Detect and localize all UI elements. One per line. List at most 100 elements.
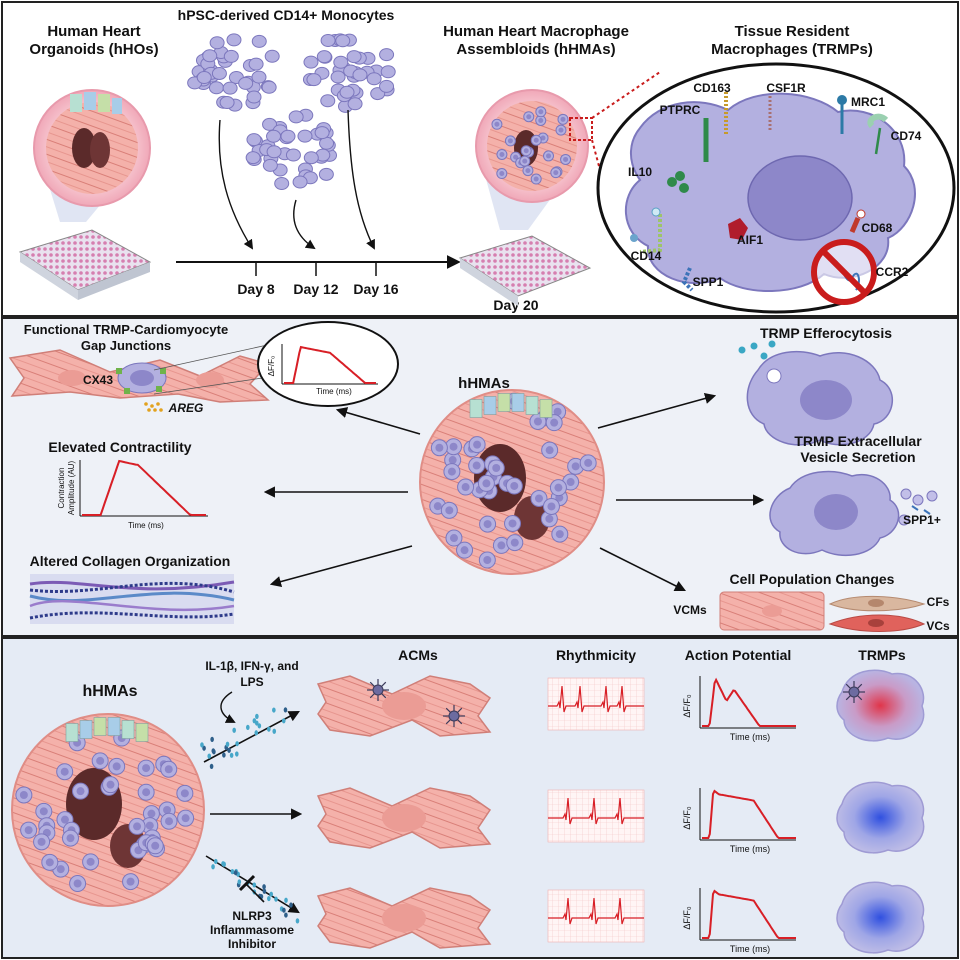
arrow-to-population [599,547,687,592]
cytokine-dot [284,912,288,918]
monocyte-cell [196,71,212,85]
trmps-header: TRMPs [858,647,906,663]
monocyte-cell [264,49,280,63]
cytokine-dot [281,718,286,724]
monocyte-cell [202,49,218,63]
monocyte-cell [285,148,301,162]
monocyte-cell [222,81,238,95]
panel3-hhma-organoid [11,713,205,907]
cytokine-dot [207,753,212,759]
monocyte-cell [261,80,277,94]
monocyte-cell [262,158,278,172]
label-day12: Day 12 [293,281,338,297]
monocyte-cell [303,55,319,69]
zoom-line-top [591,71,661,119]
label-il10: IL10 [628,165,652,179]
gap-xlabel: Time (ms) [316,387,352,396]
cytokine-dot [212,749,216,755]
inflamed-macrophage-icon [367,679,389,701]
monocyte-cell [262,117,278,131]
monocyte-cell [226,33,242,47]
monocyte-cell [330,70,346,84]
monocyte-cell [316,50,332,64]
monocyte-cell [245,151,261,165]
label-areg: AREG [168,401,204,415]
monocyte-cell [366,72,382,86]
label-cd74: CD74 [891,129,922,143]
acms-header: ACMs [398,647,438,663]
hho-well-plate [18,229,152,300]
calcium-transient-inset: ΔF/F₀ Time (ms) [257,321,399,407]
hhma-well-plate [458,235,592,306]
cytokine-dot [295,918,300,924]
cytokine-dot [230,869,235,875]
monocyte-cell [314,126,330,140]
arrow-day8 [218,119,254,250]
contraction-xlabel: Time (ms) [128,521,164,530]
rhythmicity-header: Rhythmicity [556,647,636,663]
label-cd68: CD68 [862,221,893,235]
monocyte-cell [333,55,349,69]
label-ccr2: CCR2 [876,265,909,279]
cytokine-dot [267,895,271,902]
cytokine-dot [284,897,288,903]
cytokine-dot [262,884,266,890]
ecg-trace [548,897,644,925]
cytokine-dot [200,742,204,748]
gap-title-line2: Gap Junctions [81,338,171,353]
trmp-glow-cell [836,669,925,742]
cd68-receptor [849,217,861,233]
label-cx43: CX43 [83,373,113,387]
cytokine-dot [283,707,288,713]
label-day8: Day 8 [237,281,275,297]
zoom-connector-bottom [153,375,277,395]
monocyte-cell [297,129,313,143]
monocyte-cell [318,167,334,181]
aif1-molecule [728,218,748,240]
ap-ylabel: ΔF/F₀ [682,806,692,830]
label-spp1: SPP1 [693,275,724,289]
contraction-ylabel-line1: Contraction [57,468,66,509]
monocyte-cell [320,94,336,108]
monocyte-cell [223,49,239,63]
ecg-trace [548,685,644,713]
gap-ylabel: ΔF/F₀ [267,356,276,377]
monocyte-cell [266,145,282,159]
cytokine-dot [269,891,274,897]
monocyte-clusters [187,33,396,190]
hho-organoid [33,89,151,222]
hhma-title-line1: Human Heart Macrophage [443,23,629,40]
monocyte-cell [251,70,267,84]
label-mrc1: MRC1 [851,95,885,109]
stimuli-arrow [220,691,236,723]
cytokine-dot [210,736,214,742]
cytokine-dot [202,745,206,751]
panel-3-inflammation: hHMAs IL-1β, IFN-γ, and LPS NLRP3 Inflam… [1,637,959,959]
cytokine-dot [272,707,276,713]
contractility-plot: Contraction Amplitude (AU) Time (ms) [57,459,208,530]
ecg-grid [547,677,645,731]
cytokine-dot [272,728,277,734]
ap-ylabel: ΔF/F₀ [682,906,692,930]
monocyte-cell [219,95,235,109]
collagen-title: Altered Collagen Organization [30,553,231,569]
cytokine-dot [237,879,242,885]
arrow-to-inhibited [205,855,300,914]
spp1-molecule [681,267,694,292]
monocyte-cell [274,176,290,190]
hho-title-line2: Organoids (hHOs) [29,41,158,58]
cd14-receptor [639,214,662,254]
gap-calcium-trace [284,345,376,384]
ap-trace [702,677,796,727]
label-day16: Day 16 [353,281,398,297]
label-aif1: AIF1 [737,233,763,247]
ap-ylabel: ΔF/F₀ [682,694,692,718]
label-csf1r: CSF1R [766,81,806,95]
no-symbol-icon [811,239,877,305]
monocyte-cell [288,110,304,124]
ccr2-excluded [811,239,877,305]
cd74-receptor [867,113,889,129]
ev-secretion-cell: SPP1+ [769,470,941,557]
population-title: Cell Population Changes [730,571,895,587]
